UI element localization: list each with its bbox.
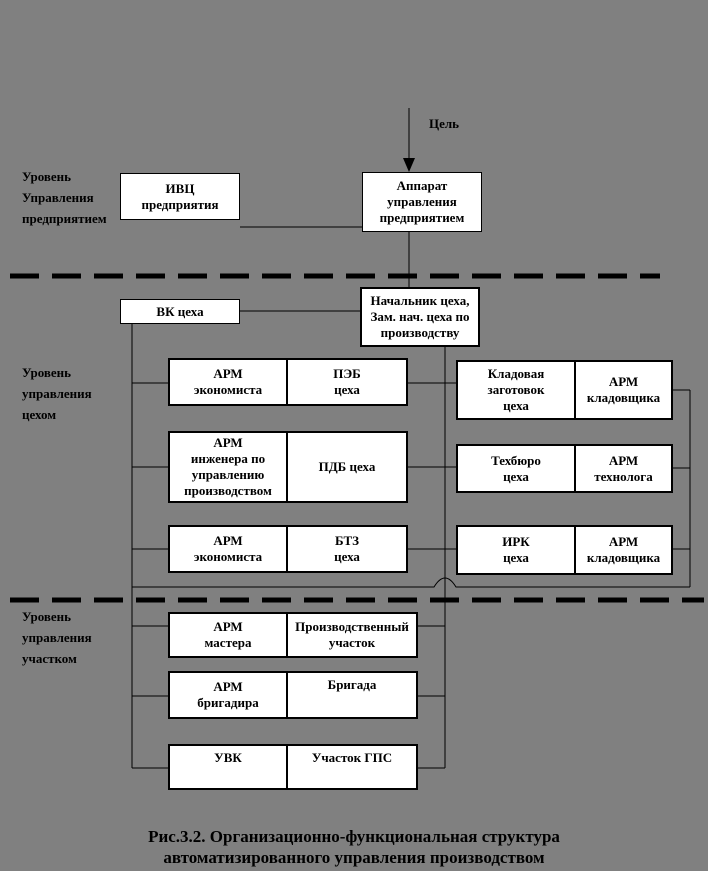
level-label-enterprise: Уровень Управления предприятием — [22, 169, 107, 226]
cell-tehbyuro-tseha: Техбюро цеха — [458, 446, 576, 491]
cell-arm-tehnologa: АРМ технолога — [594, 452, 653, 484]
cell-arm-brigadira: АРМ бригадира — [170, 673, 288, 717]
cell-arm-kladovschika-2: АРМ кладовщика — [586, 534, 661, 565]
pair-irk-arm: ИРК цеха АРМ кладовщика — [456, 525, 673, 575]
cell-proizvodstvenny-uchastok: Производственный участок — [295, 619, 409, 650]
level-label-shop: Уровень управления цехом — [22, 365, 92, 422]
goal-label: Цель — [429, 116, 460, 131]
level-label-section: Уровень управления участком — [22, 609, 92, 666]
cell-arm-ekonomista-2: АРМ экономиста — [170, 527, 288, 571]
cell-arm-inzhenera: АРМ инженера по управлению производством — [170, 433, 288, 501]
cell-uvk: УВК — [170, 746, 288, 788]
cell-kladovaya-zagotovok: Кладовая заготовок цеха — [458, 362, 576, 418]
pair-uvk-uchastok-gps: УВК Участок ГПС — [168, 744, 418, 790]
cell-brigada: Бригада — [327, 677, 377, 692]
box-nachalnik-tseha: Начальник цеха, Зам. нач. цеха по произв… — [360, 287, 480, 347]
pair-arm-brigadira-brigada: АРМ бригадира Бригада — [168, 671, 418, 719]
figure-caption: Рис.3.2. Организационно-функциональная с… — [148, 827, 560, 867]
cell-pdb-tseha: ПДБ цеха — [318, 459, 376, 474]
cell-irk-tseha: ИРК цеха — [458, 527, 576, 573]
pair-arm-mastera-uchastok: АРМ мастера Производственный участок — [168, 612, 418, 658]
pair-kladovaya-arm: Кладовая заготовок цеха АРМ кладовщика — [456, 360, 673, 420]
cell-btz-tseha: БТЗ цеха — [334, 533, 360, 564]
return-line-with-hop — [132, 577, 690, 588]
pair-arm-inzhenera-pdb: АРМ инженера по управлению производством… — [168, 431, 408, 503]
pair-arm-ekonomista-btz: АРМ экономиста БТЗ цеха — [168, 525, 408, 573]
cell-peb-tseha: ПЭБ цеха — [333, 366, 361, 397]
cell-arm-mastera: АРМ мастера — [170, 614, 288, 656]
pair-tehbyuro-arm: Техбюро цеха АРМ технолога — [456, 444, 673, 493]
box-vk-tseha: ВК цеха — [120, 299, 240, 324]
pair-arm-ekonomista-peb: АРМ экономиста ПЭБ цеха — [168, 358, 408, 406]
cell-arm-ekonomista: АРМ экономиста — [170, 360, 288, 404]
goal-arrowhead — [403, 158, 415, 172]
box-apparat-upravleniya: Аппарат управления предприятием — [362, 172, 482, 232]
cell-uchastok-gps: Участок ГПС — [311, 750, 393, 765]
cell-arm-kladovschika: АРМ кладовщика — [586, 374, 661, 405]
box-ivc: ИВЦ предприятия — [120, 173, 240, 220]
